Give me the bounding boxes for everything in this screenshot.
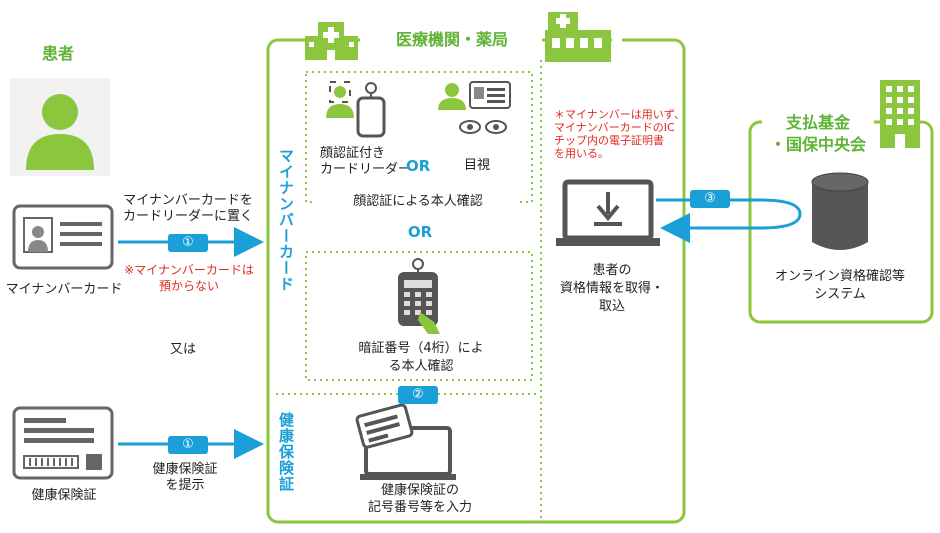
mynumber-label: マイナンバーカード: [5, 282, 123, 297]
hoken-vertical-label: 健康保険証: [277, 412, 295, 492]
laptop-download-icon: [556, 179, 660, 246]
pin-check-box: [305, 251, 533, 381]
mynumber-card-icon: [12, 204, 114, 270]
hoken-input-label: 健康保険証の 記号番号等を入力: [367, 483, 472, 515]
office-building-icon: [880, 80, 920, 148]
or-text-patient: 又は: [170, 342, 197, 357]
mynumber-vertical-label: マイナンバーカード: [277, 148, 295, 292]
visual-check-label: 目視: [464, 158, 491, 173]
flow1-instruction: マイナンバーカードを カードリーダーに置く: [122, 193, 253, 224]
face-reader-icon: [326, 81, 386, 138]
database-icon: [811, 172, 869, 250]
hospital-icon: [305, 22, 358, 60]
flow1-note: ※マイナンバーカードは 預からない: [124, 263, 254, 293]
or-text-1: OR: [406, 157, 431, 175]
hoken-label: 健康保険証: [31, 488, 97, 503]
pharmacy-icon: [545, 12, 611, 62]
health-card-icon: [12, 406, 114, 480]
hoken-input-icon: [355, 403, 456, 480]
ic-chip-note: ＊マイナンバーは用いず、 マイナンバーカードのIC チップ内の電子証明書 を用い…: [554, 108, 686, 160]
patient-icon: [10, 78, 110, 176]
pc-label: 患者の 資格情報を取得・ 取込: [559, 263, 664, 314]
flow2-instruction: 健康保険証 を提示: [152, 462, 218, 493]
arrow-loop: [656, 198, 802, 243]
facility-title: 医療機関・薬局: [395, 30, 508, 49]
pin-pad-icon: [398, 258, 440, 334]
patient-title: 患者: [42, 44, 75, 63]
face-reader-label: 顔認証付き カードリーダー: [320, 146, 412, 177]
step1-badge-hoken: ①: [168, 436, 208, 454]
fund-title: 支払基金 ・国保中央会: [769, 113, 866, 154]
step3-badge: ③: [690, 190, 730, 208]
pin-check-label: 暗証番号（4桁）によ る本人確認: [358, 341, 484, 374]
visual-check-icon: [438, 81, 511, 134]
system-label: オンライン資格確認等 システム: [774, 269, 905, 302]
step1-badge-mynumber: ①: [168, 234, 208, 252]
or-text-2: OR: [407, 223, 433, 241]
face-check-label: 顔認証による本人確認: [316, 194, 520, 210]
step2-badge: ②: [398, 386, 438, 404]
